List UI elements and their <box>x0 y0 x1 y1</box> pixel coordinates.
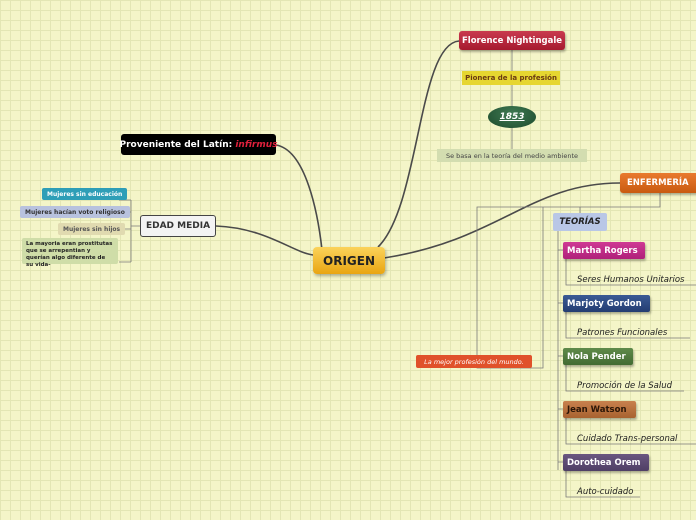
branch-concept-lines <box>565 259 696 498</box>
branch-origen-edad <box>215 225 314 256</box>
teorias-node[interactable]: TEORÍAS <box>553 213 607 231</box>
branch-origen-enfermeria <box>383 182 621 259</box>
theorist-marjoty-gordon[interactable]: Marjoty Gordon <box>563 295 650 312</box>
latin-word: infirmus <box>235 139 278 150</box>
concept-seres-humanos[interactable]: Seres Humanos Unitarios <box>577 274 685 285</box>
theorist-jean-watson[interactable]: Jean Watson <box>563 401 636 418</box>
branch-origen-latin <box>275 144 323 251</box>
concept-auto-cuidado[interactable]: Auto-cuidado <box>577 486 634 497</box>
latin-node[interactable]: Proveniente del Latín: infirmus <box>119 134 278 155</box>
teoria-medio-ambiente-node[interactable]: Se basa en la teoría del medio ambiente <box>437 149 587 162</box>
mejor-profesion-node[interactable]: La mejor profesión del mundo. <box>416 355 532 368</box>
edad-item-sin-hijos[interactable]: Mujeres sin hijos <box>58 223 126 235</box>
theorist-martha-rogers[interactable]: Martha Rogers <box>563 242 645 259</box>
concept-promocion-salud[interactable]: Promoción de la Salud <box>577 380 672 391</box>
edad-item-prostitutas[interactable]: La mayoria eran prostitutas que se arrep… <box>22 238 118 268</box>
latin-prefix: Proveniente del Latín: <box>119 139 233 150</box>
concept-patrones-funcionales[interactable]: Patrones Funcionales <box>577 327 668 338</box>
edad-item-voto-religioso[interactable]: Mujeres hacían voto religioso <box>20 206 130 218</box>
theorist-nola-pender[interactable]: Nola Pender <box>563 348 633 365</box>
florence-node[interactable]: Florence Nightingale <box>459 31 565 50</box>
year-node[interactable]: 1853 <box>488 106 536 128</box>
branch-theorist-ticks <box>558 249 563 463</box>
edad-media-node[interactable]: EDAD MEDIA <box>140 215 216 237</box>
enfermeria-node[interactable]: ENFERMERÍA <box>620 173 696 193</box>
edad-item-sin-educacion[interactable]: Mujeres sin educación <box>42 188 128 200</box>
central-node-origen[interactable]: ORIGEN <box>313 247 385 274</box>
theorist-dorothea-orem[interactable]: Dorothea Orem <box>563 454 649 471</box>
concept-cuidado-transpersonal[interactable]: Cuidado Trans-personal <box>577 433 678 444</box>
branch-enf-main <box>476 193 661 369</box>
pionera-node[interactable]: Pionera de la profesión <box>462 71 560 85</box>
branch-origen-florence <box>377 40 460 248</box>
